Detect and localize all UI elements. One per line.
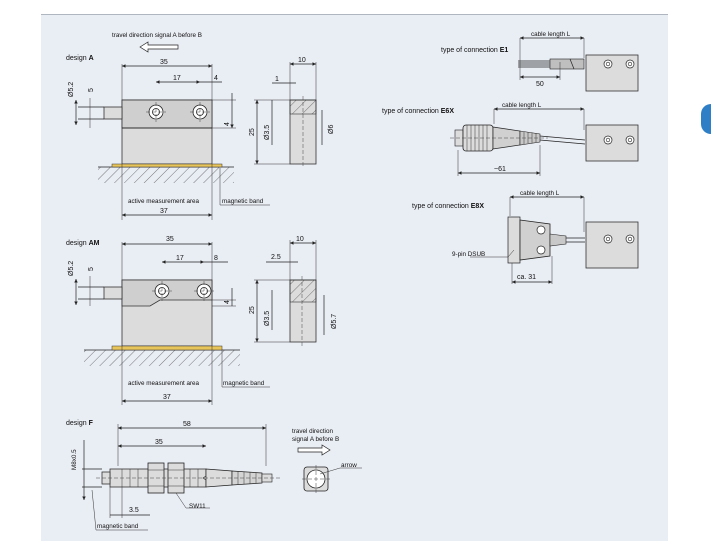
connection-e1-dim: 50 xyxy=(536,81,544,88)
screw-hole-icon xyxy=(625,234,635,244)
screw-hole-icon xyxy=(625,59,635,69)
connection-e8x-group: type of connection E8X cable length L 9-… xyxy=(412,190,639,284)
design-f-thread: M8x0.5 xyxy=(71,449,78,470)
screw-hole-icon xyxy=(603,135,613,145)
design-f-body-length: 35 xyxy=(155,439,163,446)
design-a-top-dia: Ø5.2 xyxy=(68,82,75,97)
design-am-side-dia: Ø5.7 xyxy=(331,314,338,329)
magnetic-band xyxy=(111,163,223,168)
design-a-depth: 10 xyxy=(298,57,306,64)
design-a-hole-dia: Ø3.5 xyxy=(264,125,271,140)
design-a-top-offset: 5 xyxy=(88,88,95,92)
connection-e6x-dim: ~61 xyxy=(494,166,506,173)
design-f-length: 58 xyxy=(183,421,191,428)
design-f-travel-line1: travel direction xyxy=(292,428,333,435)
screw-hole-icon xyxy=(152,281,172,301)
screw-hole-icon xyxy=(190,102,210,122)
design-am-top-offset: 5 xyxy=(88,267,95,271)
connection-e8x-cable: cable length L xyxy=(520,190,560,197)
magnetic-band xyxy=(111,345,223,351)
design-am-slot: 2.5 xyxy=(271,254,281,261)
screw-hole-icon xyxy=(603,59,613,69)
design-am-height: 25 xyxy=(249,306,256,314)
travel-arrow-right-icon xyxy=(297,444,331,456)
design-a-hole-spacing: 17 xyxy=(173,75,181,82)
design-a-active-width: 37 xyxy=(160,208,168,215)
design-am-active-area: active measurement area xyxy=(128,380,200,387)
design-a-height: 25 xyxy=(249,128,256,136)
design-am-group: design AM 35 17 8 Ø5.2 5 4 acti xyxy=(66,236,338,405)
connection-e1-cable: cable length L xyxy=(531,31,571,38)
design-a-group: design A travel direction signal A befor… xyxy=(66,32,335,220)
design-a-side-dia: Ø6 xyxy=(328,125,335,134)
design-f-title: design F xyxy=(66,420,94,427)
design-f-group: design F M8x0.5 58 35 xyxy=(66,420,362,531)
design-f-tip: 3.5 xyxy=(129,507,139,514)
connection-e1-group: type of connection E1 cable length L 50 xyxy=(441,31,639,92)
dsub-connector-icon xyxy=(507,216,567,264)
design-f-wrench: SW11 xyxy=(189,503,206,510)
travel-arrow-left-icon xyxy=(139,41,179,53)
design-am-hole-dia: Ø3.5 xyxy=(264,311,271,326)
design-a-step: 4 xyxy=(224,122,231,126)
design-am-title: design AM xyxy=(66,240,100,247)
ground-hatching xyxy=(84,350,240,366)
screw-hole-icon xyxy=(194,281,214,301)
design-am-top-dia: Ø5.2 xyxy=(68,261,75,276)
side-tab[interactable] xyxy=(701,104,711,134)
design-a-magnetic-band: magnetic band xyxy=(222,198,264,205)
screw-hole-icon xyxy=(146,102,166,122)
design-am-step: 4 xyxy=(224,300,231,304)
design-f-travel-line2: signal A before B xyxy=(292,436,339,443)
design-a-active-area: active measurement area xyxy=(128,198,200,205)
connection-e8x-label: type of connection E8X xyxy=(412,203,484,210)
connection-e6x-cable: cable length L xyxy=(502,102,542,109)
design-a-title: design A xyxy=(66,55,94,62)
ground-hatching xyxy=(98,167,234,183)
connection-e8x-sensor xyxy=(585,221,639,269)
design-f-arrow-label: arrow xyxy=(341,462,357,469)
design-am-hole-spacing: 17 xyxy=(176,255,184,262)
design-am-depth: 10 xyxy=(296,236,304,243)
design-f-end-view xyxy=(302,465,330,493)
design-f-magnetic-band: magnetic band xyxy=(97,523,139,530)
connection-e6x-label: type of connection E6X xyxy=(382,108,454,115)
connection-e6x-group: type of connection E6X cable length L xyxy=(382,102,639,176)
screw-hole-icon xyxy=(603,234,613,244)
design-am-width-dim: 35 xyxy=(166,236,174,243)
design-am-active-width: 37 xyxy=(163,394,171,401)
design-a-travel-label: travel direction signal A before B xyxy=(112,32,202,39)
screw-hole-icon xyxy=(625,135,635,145)
design-a-width-dim: 35 xyxy=(160,59,168,66)
connection-e8x-connector: 9-pin DSUB xyxy=(452,251,485,258)
design-a-slot: 1 xyxy=(275,76,279,83)
round-connector-icon xyxy=(450,124,548,152)
design-a-hole-offset: 4 xyxy=(214,75,218,82)
design-am-hole-offset: 8 xyxy=(214,255,218,262)
design-am-magnetic-band: magnetic band xyxy=(223,380,265,387)
connection-e8x-dim: ca. 31 xyxy=(517,274,536,281)
connection-e1-label: type of connection E1 xyxy=(441,47,508,54)
